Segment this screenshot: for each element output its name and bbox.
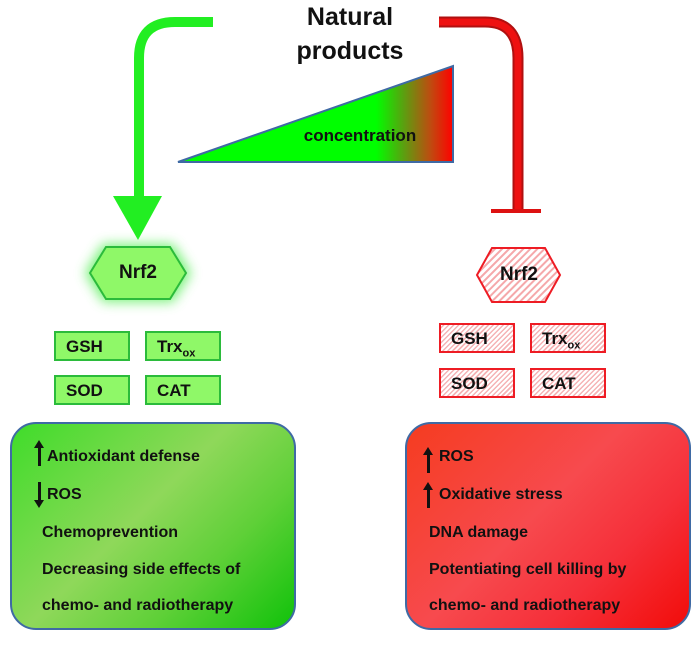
enzyme-name: GSH: [451, 329, 488, 348]
enzyme-box: SOD: [54, 375, 130, 405]
outcome-text: Oxidative stress: [439, 486, 563, 503]
natural-products-title: Natural products: [250, 0, 450, 68]
outcome-text: ROS: [47, 486, 82, 503]
outcome-text: Decreasing side effects of: [42, 561, 241, 578]
concentration-label: concentration: [303, 126, 417, 145]
protective-outcomes-panel: Antioxidant defense ROS Chemoprevention …: [10, 422, 296, 630]
enzyme-box: Trxox: [145, 331, 221, 361]
outcome-text: Chemoprevention: [42, 524, 179, 541]
enzyme-name: CAT: [157, 381, 191, 400]
enzyme-box: GSH: [439, 323, 515, 353]
enzyme-subscript: ox: [567, 339, 581, 352]
activation-arrow: [134, 17, 213, 198]
enzyme-name: SOD: [66, 381, 103, 400]
enzyme-subscript: ox: [182, 347, 196, 360]
nrf2-inhibited-label: Nrf2: [499, 264, 538, 285]
nrf2-inhibited-hexagon: [475, 247, 562, 303]
enzyme-box: CAT: [145, 375, 221, 405]
enzyme-name: Trx: [542, 329, 568, 348]
concentration-gradient-triangle: [177, 64, 454, 163]
outcome-text: Antioxidant defense: [47, 448, 200, 465]
enzyme-name: Trx: [157, 337, 183, 356]
title-line-2: products: [296, 37, 404, 65]
nrf2-active-hexagon: [88, 246, 188, 300]
up-arrow-icon: [423, 482, 433, 508]
title-line-1: Natural: [306, 3, 394, 31]
up-arrow-icon: [423, 447, 433, 473]
up-arrow-icon: [34, 440, 44, 466]
nrf2-active-label: Nrf2: [118, 262, 157, 283]
outcome-text: chemo- and radiotherapy: [429, 597, 621, 614]
enzyme-box: Trxox: [530, 323, 606, 353]
enzyme-box: CAT: [530, 368, 606, 398]
enzyme-name: CAT: [542, 374, 576, 393]
outcome-text: Potentiating cell killing by: [429, 561, 627, 578]
outcome-text: ROS: [439, 448, 474, 465]
down-arrow-icon: [34, 482, 44, 508]
outcome-text: DNA damage: [429, 524, 528, 541]
cytotoxic-outcomes-panel: ROS Oxidative stress DNA damage Potentia…: [405, 422, 691, 630]
activation-arrowhead: [113, 196, 162, 240]
outcome-text: chemo- and radiotherapy: [42, 597, 234, 614]
enzyme-name: GSH: [66, 337, 103, 356]
enzyme-name: SOD: [451, 374, 488, 393]
enzyme-box: GSH: [54, 331, 130, 361]
enzyme-box: SOD: [439, 368, 515, 398]
